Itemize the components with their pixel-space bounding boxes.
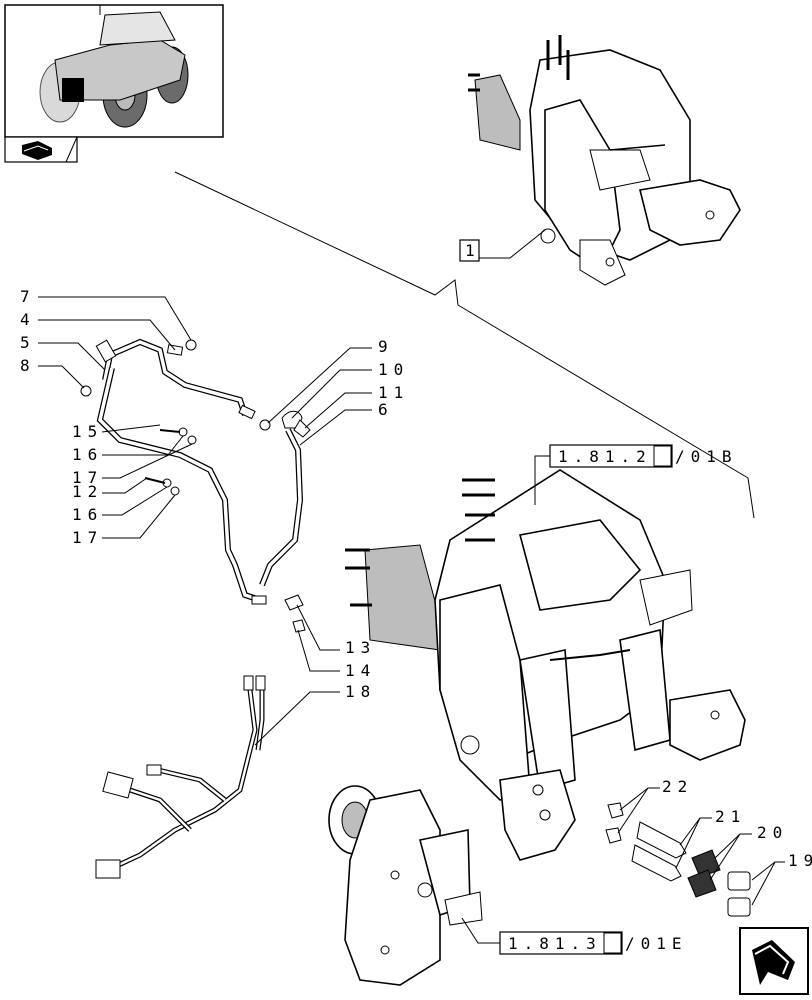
- leader-13: [296, 604, 340, 651]
- leader-21a: [679, 817, 712, 846]
- callout-21: 21: [715, 807, 746, 826]
- callout-9: 9: [378, 337, 394, 356]
- leader-20b: [709, 833, 741, 881]
- tractor-thumbnail-icon[interactable]: [4, 4, 224, 138]
- callout-17b: 17: [72, 528, 103, 547]
- leader-22b: [617, 787, 649, 834]
- book-icon[interactable]: [4, 136, 78, 163]
- callout-22: 22: [662, 777, 693, 796]
- reference-bottom[interactable]: 1.81.3 /01E: [499, 931, 688, 955]
- callout-16b: 16: [72, 505, 103, 524]
- leader-19a: [751, 861, 785, 881]
- leader-15: [101, 424, 161, 433]
- leader-ref-top: [534, 455, 550, 505]
- callout-20: 20: [757, 823, 788, 842]
- leader-5: [38, 342, 106, 371]
- leader-10: [291, 369, 372, 419]
- leader-20a: [714, 833, 752, 859]
- reference-bottom-code: 1.81.3: [508, 934, 602, 953]
- small-parts: [605, 802, 751, 917]
- leader-22a: [619, 787, 660, 811]
- leader-4: [38, 319, 176, 351]
- callout-11: 11: [378, 383, 409, 402]
- reference-bottom-suffix: /01E: [625, 934, 688, 953]
- leader-19b: [751, 861, 776, 906]
- callout-15: 15: [72, 422, 103, 441]
- leader-12: [102, 477, 148, 494]
- leader-11: [304, 392, 372, 429]
- callout-5: 5: [20, 333, 36, 352]
- callout-14: 14: [345, 661, 376, 680]
- gearbox-assembly: [328, 785, 483, 986]
- callout-12: 12: [72, 482, 103, 501]
- leader-9: [267, 347, 372, 424]
- hitch-assembly-main: [345, 469, 746, 861]
- leader-21b: [675, 817, 701, 869]
- callout-13: 13: [345, 638, 376, 657]
- callout-10: 10: [378, 360, 409, 379]
- callout-18: 18: [345, 682, 376, 701]
- leader-6: [299, 409, 372, 446]
- hose-pipes: [95, 338, 304, 605]
- reference-top-suffix: /01B: [675, 447, 738, 466]
- callout-8: 8: [20, 356, 36, 375]
- callout-16a: 16: [72, 445, 103, 464]
- reference-top[interactable]: 1.81.2 /01B: [549, 444, 738, 468]
- leader-18: [254, 691, 340, 746]
- next-page-arrow-icon[interactable]: [739, 927, 809, 995]
- callout-7: 7: [20, 287, 36, 306]
- leader-1: [479, 229, 546, 259]
- leader-ref-bottom: [461, 917, 500, 944]
- callout-4: 4: [20, 310, 36, 329]
- callout-6: 6: [378, 400, 394, 419]
- reference-top-code: 1.81.2: [558, 447, 652, 466]
- leader-16b: [102, 486, 168, 516]
- leader-8: [38, 365, 85, 389]
- hitch-assembly-top: [468, 35, 741, 286]
- callout-box-1: [459, 239, 480, 262]
- fittings: [80, 339, 311, 633]
- wiring-harness: [95, 675, 266, 879]
- callout-17a: 17: [72, 468, 103, 487]
- leader-14: [297, 629, 340, 672]
- leader-7: [38, 296, 192, 341]
- leader-17a: [102, 443, 193, 479]
- callout-19: 19: [788, 851, 812, 870]
- connector-line: [174, 171, 755, 519]
- callout-1: 1: [465, 241, 481, 260]
- leader-17b: [102, 494, 176, 539]
